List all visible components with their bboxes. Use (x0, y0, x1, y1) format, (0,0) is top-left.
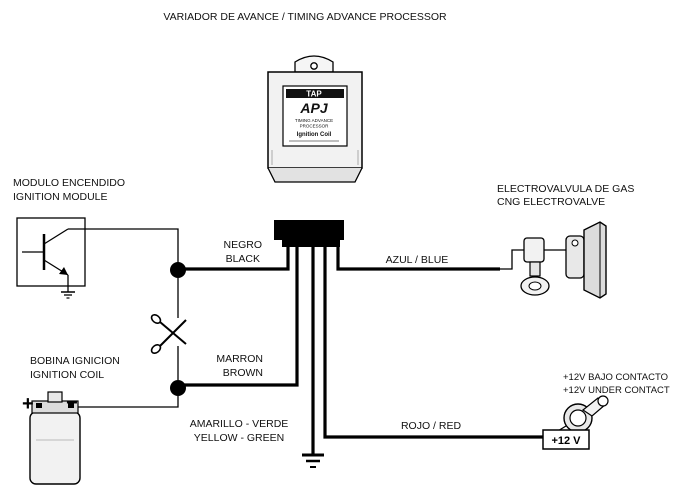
electrovalve-label-es: ELECTROVALVULA DE GAS (497, 183, 634, 195)
device-model: APJ (299, 100, 328, 116)
wire-blue (336, 247, 500, 271)
junction-brown (170, 380, 186, 396)
ignition-coil-label-en: IGNITION COIL (30, 369, 104, 381)
diagram-title: VARIADOR DE AVANCE / TIMING ADVANCE PROC… (163, 11, 447, 23)
device-brand: TAP (306, 90, 322, 99)
wire-label-brown-en: BROWN (223, 367, 263, 379)
coil-minus-symbol: − (66, 392, 78, 414)
ignition-module-label-en: IGNITION MODULE (13, 191, 108, 203)
junction-black (170, 262, 186, 278)
cng-electrovalve (500, 221, 607, 299)
wire-brown (178, 247, 299, 387)
device-variant: Ignition Coil (297, 132, 332, 138)
wire-label-black-es: NEGRO (223, 239, 262, 251)
ignition-module-label-es: MODULO ENCENDIDO (13, 177, 125, 189)
power-badge: +12 V (542, 429, 590, 450)
svg-text:+12 V: +12 V (551, 435, 581, 447)
wire-label-black-en: BLACK (226, 253, 260, 265)
wire-black (178, 247, 290, 271)
wire-label-red: ROJO / RED (401, 420, 462, 432)
ignition-coil (29, 391, 81, 485)
wire-label-yellow-green-es: AMARILLO - VERDE (190, 418, 289, 430)
wire-label-yellow-green-en: YELLOW - GREEN (194, 432, 284, 444)
ground-symbol (302, 453, 324, 468)
ignition-key-switch (547, 395, 609, 438)
coil-plus-symbol: + (22, 393, 34, 415)
ignition-module (16, 217, 179, 299)
wire-red (323, 247, 548, 439)
wire-label-brown-es: MARRON (216, 353, 263, 365)
device-subtitle-1: TIMING ADVANCE (295, 118, 333, 123)
device-subtitle-2: PROCESSOR (300, 124, 330, 129)
electrovalve-label-en: CNG ELECTROVALVE (497, 196, 605, 208)
power-label-en: +12V UNDER CONTACT (563, 385, 670, 396)
wire-label-blue: AZUL / BLUE (386, 254, 449, 266)
timing-advance-processor: TAP APJ TIMING ADVANCE PROCESSOR Ignitio… (267, 55, 363, 183)
wire-connector (274, 220, 344, 240)
ignition-coil-label-es: BOBINA IGNICION (30, 355, 120, 367)
power-label-es: +12V BAJO CONTACTO (563, 372, 668, 383)
cut-wire-scissors-icon (150, 314, 187, 354)
